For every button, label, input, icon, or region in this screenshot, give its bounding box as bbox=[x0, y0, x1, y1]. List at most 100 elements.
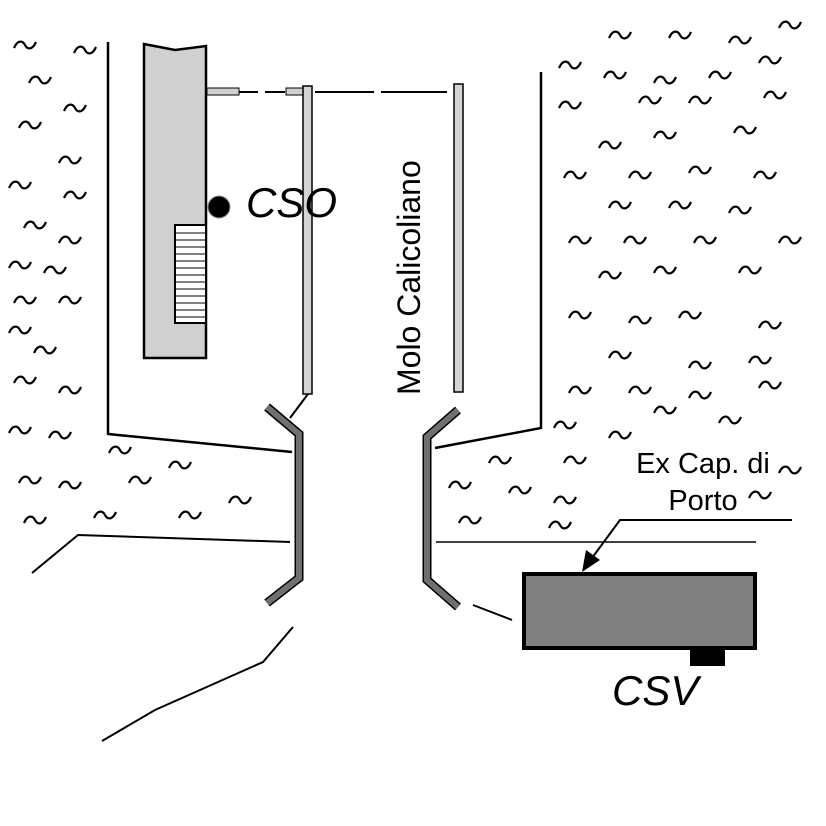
wave-tilde-icon bbox=[47, 430, 73, 440]
breakwater-right bbox=[422, 406, 461, 611]
wave-tilde-icon bbox=[747, 355, 773, 365]
wave-tilde-icon bbox=[557, 100, 583, 110]
wave-tilde-icon bbox=[567, 385, 593, 395]
wave-tilde-icon bbox=[227, 495, 253, 505]
right-shoreline bbox=[434, 72, 543, 450]
wave-tilde-icon bbox=[777, 465, 803, 475]
wave-tilde-icon bbox=[627, 385, 653, 395]
wave-tilde-icon bbox=[637, 95, 663, 105]
wave-tilde-icon bbox=[622, 235, 648, 245]
wave-tilde-icon bbox=[567, 310, 593, 320]
wave-tilde-icon bbox=[167, 460, 193, 470]
wave-tilde-icon bbox=[7, 325, 33, 335]
left-shoreline bbox=[106, 42, 293, 454]
wave-tilde-icon bbox=[567, 235, 593, 245]
wave-tilde-icon bbox=[42, 265, 68, 275]
wave-tilde-icon bbox=[597, 140, 623, 150]
wave-tilde-icon bbox=[547, 520, 573, 530]
wave-tilde-icon bbox=[757, 380, 783, 390]
wave-tilde-icon bbox=[22, 220, 48, 230]
wave-tilde-icon bbox=[62, 190, 88, 200]
wave-tilde-icon bbox=[507, 485, 533, 495]
wave-tilde-icon bbox=[32, 345, 58, 355]
wave-tilde-icon bbox=[727, 35, 753, 45]
wave-tilde-icon bbox=[667, 30, 693, 40]
wave-tilde-icon bbox=[627, 315, 653, 325]
cso-marker-icon bbox=[207, 195, 231, 219]
wave-tilde-icon bbox=[707, 70, 733, 80]
wave-tilde-icon bbox=[627, 170, 653, 180]
wave-tilde-icon bbox=[552, 420, 578, 430]
wave-tilde-icon bbox=[677, 310, 703, 320]
wave-tilde-icon bbox=[687, 390, 713, 400]
stair-steps bbox=[176, 232, 205, 318]
wave-tilde-icon bbox=[57, 155, 83, 165]
wave-tilde-icon bbox=[447, 480, 473, 490]
wave-tilde-icon bbox=[757, 320, 783, 330]
csv-sensor bbox=[690, 648, 725, 666]
cso-label: CSO bbox=[246, 179, 337, 226]
wave-tilde-icon bbox=[667, 200, 693, 210]
wave-tilde-icon bbox=[17, 120, 43, 130]
wave-tilde-icon bbox=[107, 445, 133, 455]
wave-tilde-icon bbox=[652, 130, 678, 140]
wave-tilde-icon bbox=[777, 235, 803, 245]
breakwater-left bbox=[264, 403, 304, 607]
arrow-icon bbox=[582, 550, 600, 572]
wave-tilde-icon bbox=[602, 70, 628, 80]
wave-tilde-icon bbox=[607, 430, 633, 440]
wave-tilde-icon bbox=[557, 60, 583, 70]
ex-cap-label-line2: Porto bbox=[668, 485, 737, 517]
wave-tilde-icon bbox=[607, 30, 633, 40]
wave-tilde-icon bbox=[57, 295, 83, 305]
wave-tilde-icon bbox=[747, 490, 773, 500]
lower-left-coast bbox=[101, 626, 294, 742]
wave-tilde-icon bbox=[92, 510, 118, 520]
wave-tilde-icon bbox=[652, 405, 678, 415]
wave-tilde-icon bbox=[127, 475, 153, 485]
wave-tilde-icon bbox=[652, 265, 678, 275]
connector bbox=[472, 604, 513, 621]
breakwater-left bbox=[265, 404, 302, 606]
ex-cap-building bbox=[522, 572, 757, 650]
wave-tilde-icon bbox=[7, 180, 33, 190]
wave-tilde-icon bbox=[752, 170, 778, 180]
wave-tilde-icon bbox=[562, 455, 588, 465]
wave-tilde-icon bbox=[177, 510, 203, 520]
breakwater-right bbox=[424, 407, 460, 610]
wave-tilde-icon bbox=[652, 75, 678, 85]
wave-tilde-icon bbox=[607, 200, 633, 210]
wave-tilde-icon bbox=[687, 165, 713, 175]
pier-left bbox=[302, 85, 313, 395]
wave-tilde-icon bbox=[57, 385, 83, 395]
water-waves bbox=[7, 20, 803, 530]
wave-tilde-icon bbox=[762, 90, 788, 100]
wave-tilde-icon bbox=[757, 55, 783, 65]
wave-tilde-icon bbox=[12, 40, 38, 50]
wave-tilde-icon bbox=[7, 260, 33, 270]
wave-tilde-icon bbox=[12, 375, 38, 385]
wave-tilde-icon bbox=[727, 205, 753, 215]
wave-tilde-icon bbox=[57, 480, 83, 490]
wave-tilde-icon bbox=[62, 103, 88, 113]
wave-tilde-icon bbox=[7, 425, 33, 435]
pier-connector bbox=[289, 393, 309, 419]
wave-tilde-icon bbox=[687, 360, 713, 370]
stairs bbox=[174, 224, 207, 324]
gate-arm-left bbox=[206, 87, 240, 96]
wave-tilde-icon bbox=[57, 235, 83, 245]
pier-right bbox=[453, 83, 464, 393]
wave-tilde-icon bbox=[607, 350, 633, 360]
ex-cap-label-line1: Ex Cap. di bbox=[636, 448, 770, 480]
wave-tilde-icon bbox=[737, 265, 763, 275]
molo-label: Molo Calicoliano bbox=[391, 160, 427, 395]
wave-tilde-icon bbox=[692, 235, 718, 245]
wave-tilde-icon bbox=[562, 170, 588, 180]
wave-tilde-icon bbox=[687, 95, 713, 105]
wave-tilde-icon bbox=[597, 270, 623, 280]
wave-tilde-icon bbox=[552, 495, 578, 505]
wave-tilde-icon bbox=[487, 455, 513, 465]
wave-tilde-icon bbox=[457, 515, 483, 525]
lower-left-coast bbox=[31, 533, 291, 574]
